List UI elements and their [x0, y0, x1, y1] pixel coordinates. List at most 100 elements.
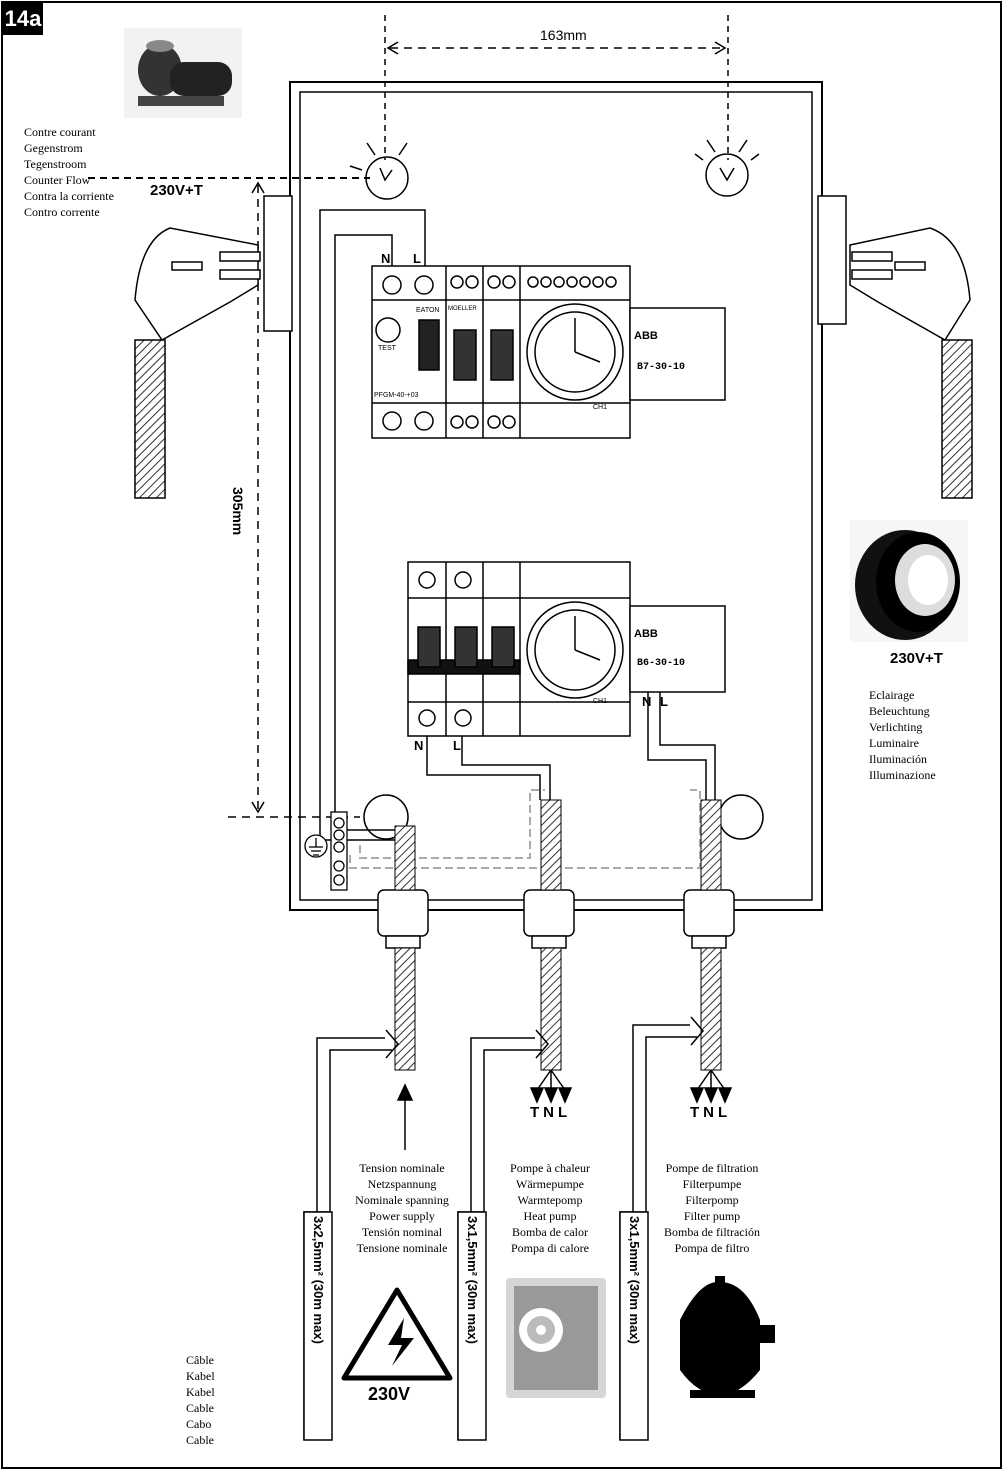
right-n-label: N	[642, 694, 652, 709]
bottom-l-label: L	[453, 738, 461, 753]
heat-pump-cable-spec: 3x1,5mm² (30m max)	[465, 1216, 480, 1344]
top-l-label: L	[413, 251, 421, 266]
lighting-nl: Verlichting	[869, 720, 923, 734]
enclosure-outer	[289, 81, 823, 911]
bottom-entry-right	[718, 794, 764, 840]
dimension-305	[228, 181, 360, 818]
right-l-label: L	[660, 694, 668, 709]
counter-flow-en: Counter Flow	[24, 173, 91, 187]
lighting-voltage: 230V+T	[890, 650, 943, 667]
cable-en: Cable	[186, 1401, 214, 1415]
contactor2-brand: ABB	[634, 628, 658, 640]
lighting-de: Beleuchtung	[869, 704, 930, 718]
pool-light-icon	[850, 520, 968, 642]
filter-pump-nl: Filterpomp	[685, 1193, 739, 1207]
cable-gland-left	[377, 825, 429, 1071]
contactor2-model: B6-30-10	[637, 658, 686, 669]
supply-voltage: 230V	[368, 1384, 411, 1404]
figure-number-badge: 14a	[3, 3, 43, 35]
supply-de: Netzspannung	[367, 1177, 437, 1191]
supply-fr: Tension nominale	[359, 1161, 445, 1175]
supply-nl: Nominale spanning	[355, 1193, 449, 1207]
supply-labels: Tension nominale Netzspannung Nominale s…	[340, 1160, 464, 1256]
filter-pump-labels: Pompe de filtration Filterpumpe Filterpo…	[650, 1160, 774, 1256]
counter-flow-nl: Tegenstroom	[24, 157, 87, 171]
earth-block	[304, 811, 348, 891]
cable-nl: Kabel	[186, 1385, 215, 1399]
top-n-label: N	[381, 251, 391, 266]
rcd-brand: EATON	[416, 307, 440, 314]
filter-pump-cable-spec: 3x1,5mm² (30m max)	[627, 1216, 642, 1344]
heat-pump-de: Wärmepumpe	[516, 1177, 584, 1191]
upper-din-rail	[371, 265, 726, 439]
heat-pump-icon	[506, 1278, 606, 1398]
counter-flow-voltage: 230V+T	[150, 182, 203, 199]
lighting-fr: Eclairage	[869, 688, 915, 702]
cable-gland-middle	[523, 799, 575, 1071]
cable-es: Cabo	[186, 1417, 212, 1431]
filter-pump-en: Filter pump	[683, 1209, 741, 1223]
top-entry-left	[349, 142, 409, 200]
filter-pump-it: Pompa de filtro	[674, 1241, 750, 1255]
heat-pump-it: Pompa di calore	[511, 1241, 589, 1255]
heat-pump-labels: Pompe à chaleur Wärmepumpe Warmtepomp He…	[490, 1160, 610, 1256]
heat-pump-wire-arrows	[529, 1069, 573, 1104]
lighting-it: Illuminazione	[869, 768, 936, 782]
counter-flow-es: Contra la corriente	[24, 189, 114, 203]
rcd-test: TEST	[378, 345, 396, 352]
heat-pump-es: Bomba de calor	[512, 1225, 588, 1239]
supply-arrow	[396, 1083, 414, 1150]
cable-fr: Câble	[186, 1353, 214, 1367]
cable-box-left	[303, 1211, 333, 1441]
bottom-entry-left	[363, 794, 409, 840]
contactor1-brand: ABB	[634, 330, 658, 342]
counter-flow-de: Gegenstrom	[24, 141, 83, 155]
cable-box-right	[619, 1211, 649, 1441]
pool-pump-icon	[124, 28, 242, 118]
lighting-es: Iluminación	[869, 752, 927, 766]
height-dimension-label: 305mm	[230, 487, 246, 536]
bottom-n-label: N	[414, 738, 424, 753]
width-dimension-label: 163mm	[540, 27, 587, 43]
lower-din-rail	[407, 561, 726, 737]
lighting-en: Luminaire	[869, 736, 919, 750]
filter-pump-wires: TNL	[690, 1104, 732, 1121]
heat-pump-nl: Warmtepomp	[517, 1193, 583, 1207]
rcd-model: PFGM-40-+03	[374, 392, 419, 399]
sand-filter-icon	[680, 1276, 775, 1398]
filter-pump-de: Filterpumpe	[682, 1177, 742, 1191]
supply-en: Power supply	[369, 1209, 435, 1223]
cable-box-middle	[457, 1211, 487, 1441]
heat-pump-wires: TNL	[530, 1104, 572, 1121]
lighting-labels: Eclairage Beleuchtung Verlichting Lumina…	[869, 687, 936, 783]
timer1-channel: CH1	[593, 404, 608, 411]
filter-pump-wire-arrows	[689, 1069, 733, 1104]
cable-it: Cable	[186, 1433, 214, 1447]
timer2-channel: CH1	[593, 698, 608, 705]
high-voltage-sign	[341, 1287, 453, 1381]
dimension-163	[384, 15, 729, 160]
contactor1-model: B7-30-10	[637, 362, 686, 373]
right-plug	[817, 195, 973, 499]
heat-pump-en: Heat pump	[523, 1209, 577, 1223]
supply-es: Tensión nominal	[361, 1225, 443, 1239]
counter-flow-fr: Contre courant	[24, 125, 96, 139]
internal-wires-grey	[349, 789, 701, 869]
filter-pump-es: Bomba de filtración	[664, 1225, 760, 1239]
top-entry-right	[694, 139, 760, 197]
cable-labels: Câble Kabel Kabel Cable Cabo Cable	[186, 1352, 215, 1448]
filter-pump-fr: Pompe de filtration	[665, 1161, 759, 1175]
supply-cable-spec: 3x2,5mm² (30m max)	[311, 1216, 326, 1344]
counter-flow-labels: Contre courant Gegenstrom Tegenstroom Co…	[24, 124, 114, 220]
cable-de: Kabel	[186, 1369, 215, 1383]
supply-it: Tensione nominale	[356, 1241, 448, 1255]
enclosure-inner	[299, 91, 813, 901]
heat-pump-fr: Pompe à chaleur	[510, 1161, 590, 1175]
cable-gland-right	[683, 799, 735, 1071]
mcb-brand: MOELLER	[448, 306, 477, 312]
left-plug	[134, 195, 293, 499]
counter-flow-it: Contro corrente	[24, 205, 100, 219]
